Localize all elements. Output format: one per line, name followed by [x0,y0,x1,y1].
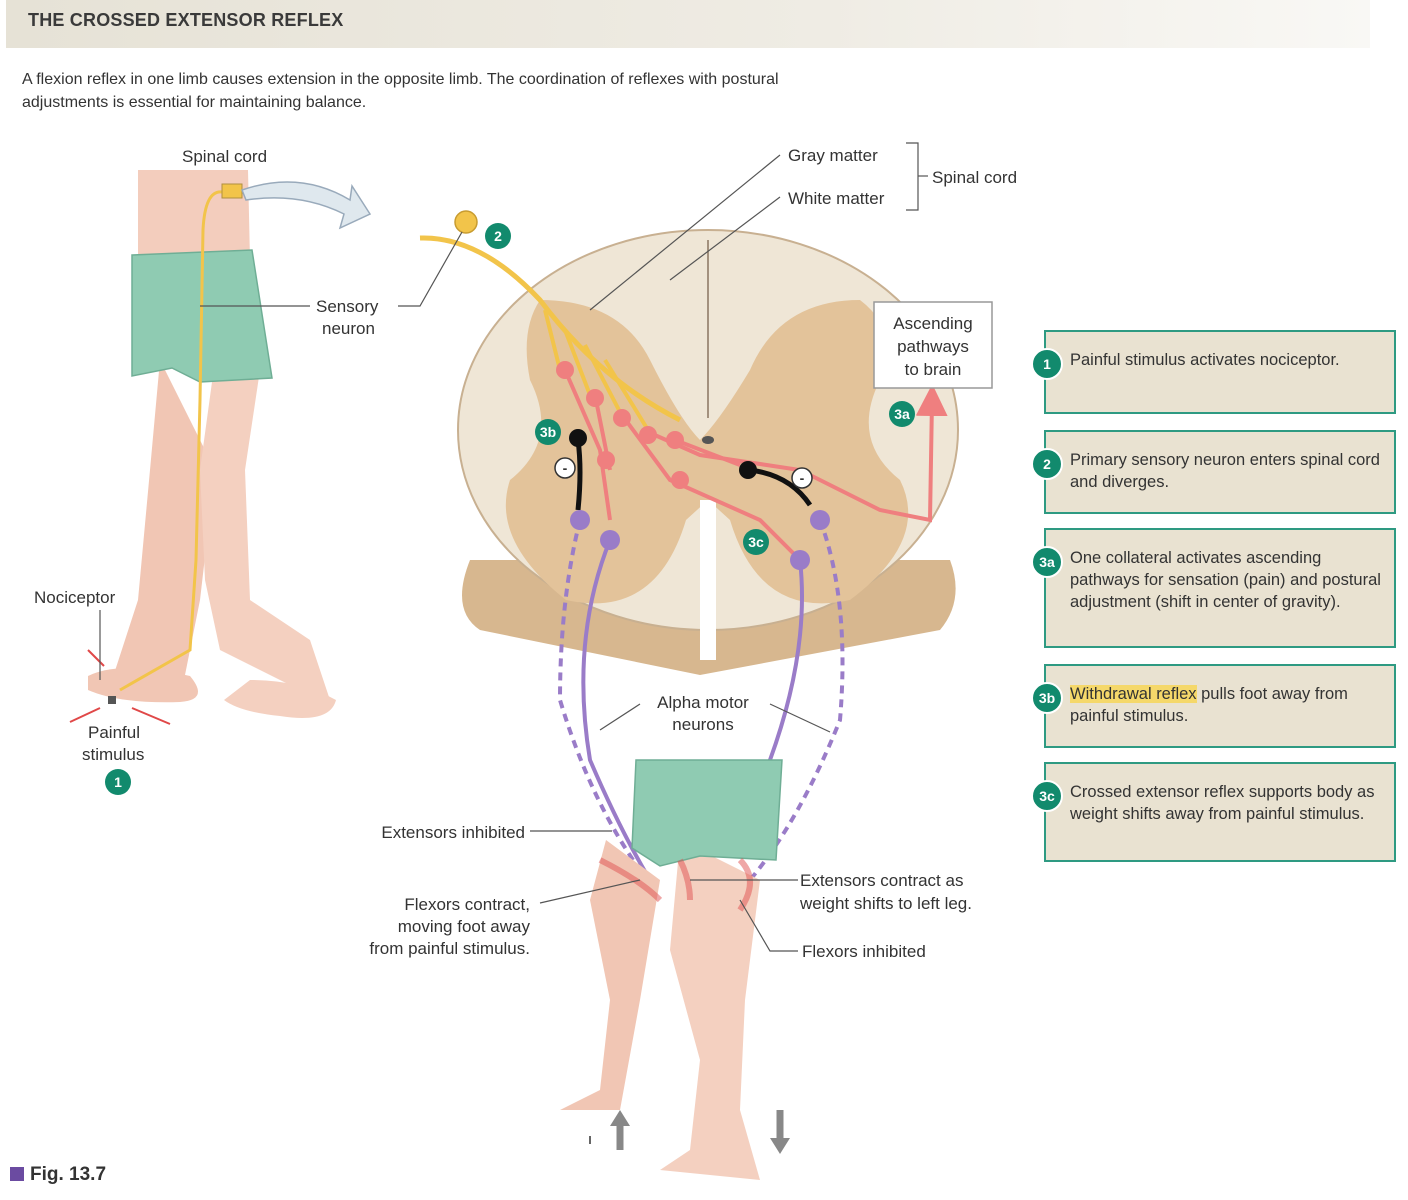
left-spinal-cord-segment [221,183,243,199]
badge-3a-text: 3a [894,406,910,422]
figure-label: Fig. 13.7 [10,1164,106,1186]
left-sensory-nerve [119,190,223,692]
label-flexors-contract-3: from painful stimulus. [369,939,530,958]
step-3c-box: 3c Crossed extensor reflex supports body… [1031,762,1396,862]
inhibitory-left [569,429,587,447]
badge-3c [743,529,769,555]
badge-1-text: 1 [114,774,122,790]
label-white-matter: White matter [788,189,885,208]
anterior-fissure [700,500,716,660]
step-3c-number: 3c [1031,780,1063,812]
label-ascending-3: to brain [905,360,962,379]
bottom-left-leg [560,840,660,1110]
badge-3b-text: 3b [540,424,556,440]
label-gray-matter: Gray matter [788,146,878,165]
step-1-box: 1 Painful stimulus activates nociceptor. [1031,330,1396,414]
step-1-number: 1 [1031,348,1063,380]
step-3b-box: 3b Withdrawal reflex pulls foot away fro… [1031,664,1396,748]
interneuron-4 [639,426,657,444]
badge-3b [535,419,561,445]
label-neuron: neuron [322,319,375,338]
badge-3c-text: 3c [748,534,764,550]
label-flexors-inhibited: Flexors inhibited [802,942,926,961]
minus-right-text: - [800,470,805,486]
figure-marker [10,1167,24,1181]
motor-neuron-3 [790,550,810,570]
motor-neuron-1 [570,510,590,530]
minus-sign-right [791,467,813,489]
inhibitory-right [739,461,757,479]
bottom-right-leg [660,840,760,1180]
label-sensory: Sensory [316,297,379,316]
central-canal [702,436,714,444]
interneuron-1 [556,361,574,379]
label-spinal-cord-top: Spinal cord [182,147,267,166]
label-nociceptor: Nociceptor [34,588,116,607]
label-flexors-contract-2: moving foot away [398,917,531,936]
label-spinal-cord-bracket: Spinal cord [932,168,1017,187]
interneuron-7 [671,471,689,489]
interneuron-3 [613,409,631,427]
figure-title: THE CROSSED EXTENSOR REFLEX [28,10,344,30]
motor-neuron-2 [600,530,620,550]
step-2-text: Primary sensory neuron enters spinal cor… [1070,451,1380,491]
interneuron-5 [666,431,684,449]
inhibitory-interneurons: - - [554,429,813,511]
motor-neuron-4 [810,510,830,530]
label-extensors-contract-2: weight shifts to left leg. [799,894,972,913]
step-3b-highlight: Withdrawal reflex [1070,685,1197,703]
step-3a-box: 3a One collateral activates ascending pa… [1031,528,1396,648]
intro-text: A flexion reflex in one limb causes exte… [22,71,779,111]
step-2-number: 2 [1031,448,1063,480]
step-1-text: Painful stimulus activates nociceptor. [1070,351,1340,369]
label-flexors-contract-1: Flexors contract, [404,895,530,914]
interneuron-2 [586,389,604,407]
label-alpha-motor: Alpha motor [657,693,749,712]
label-ascending-1: Ascending [893,314,972,333]
step-3b-rest: pulls foot away from painful stimulus. [1070,685,1348,725]
step-3b-number: 3b [1031,682,1063,714]
ascending-box [873,301,993,389]
step-2-box: 2 Primary sensory neuron enters spinal c… [1031,430,1396,514]
minus-left-text: - [563,460,568,476]
bottom-figure [560,759,790,1180]
sensory-neuron-paths [419,210,682,432]
label-extensors-inhibited: Extensors inhibited [381,823,525,842]
badge-1 [105,769,131,795]
bottom-shorts [631,759,783,867]
left-foot-back [88,668,198,703]
badge-2 [485,223,511,249]
label-neurons: neurons [672,715,733,734]
sensory-cell-body [454,210,478,234]
label-painful: Painful [88,723,140,742]
label-extensors-contract-1: Extensors contract as [800,871,963,890]
step-3c-text: Crossed extensor reflex supports body as… [1070,783,1375,823]
title-bar: THE CROSSED EXTENSOR REFLEX [6,0,1370,48]
step-3a-text: One collateral activates ascending pathw… [1070,549,1381,611]
interneuron-6 [597,451,615,469]
badge-3a [889,401,915,427]
left-front-leg [200,360,330,700]
down-arrow-head [770,1138,790,1154]
left-figure [69,170,372,725]
leader-lines [200,142,928,952]
label-stimulus: stimulus [82,745,144,764]
step-3b-text: Withdrawal reflex pulls foot away from p… [1070,683,1382,727]
left-back-leg [112,360,215,700]
badge-2-text: 2 [494,228,502,244]
step-3a-number: 3a [1031,546,1063,578]
left-foot-front [224,680,336,718]
zoom-arrow [241,181,372,230]
figure-label-text: Fig. 13.7 [30,1164,107,1185]
up-arrow-head [610,1110,630,1126]
label-ascending-2: pathways [897,337,969,356]
minus-sign-left [554,457,576,479]
interneurons [556,361,948,562]
